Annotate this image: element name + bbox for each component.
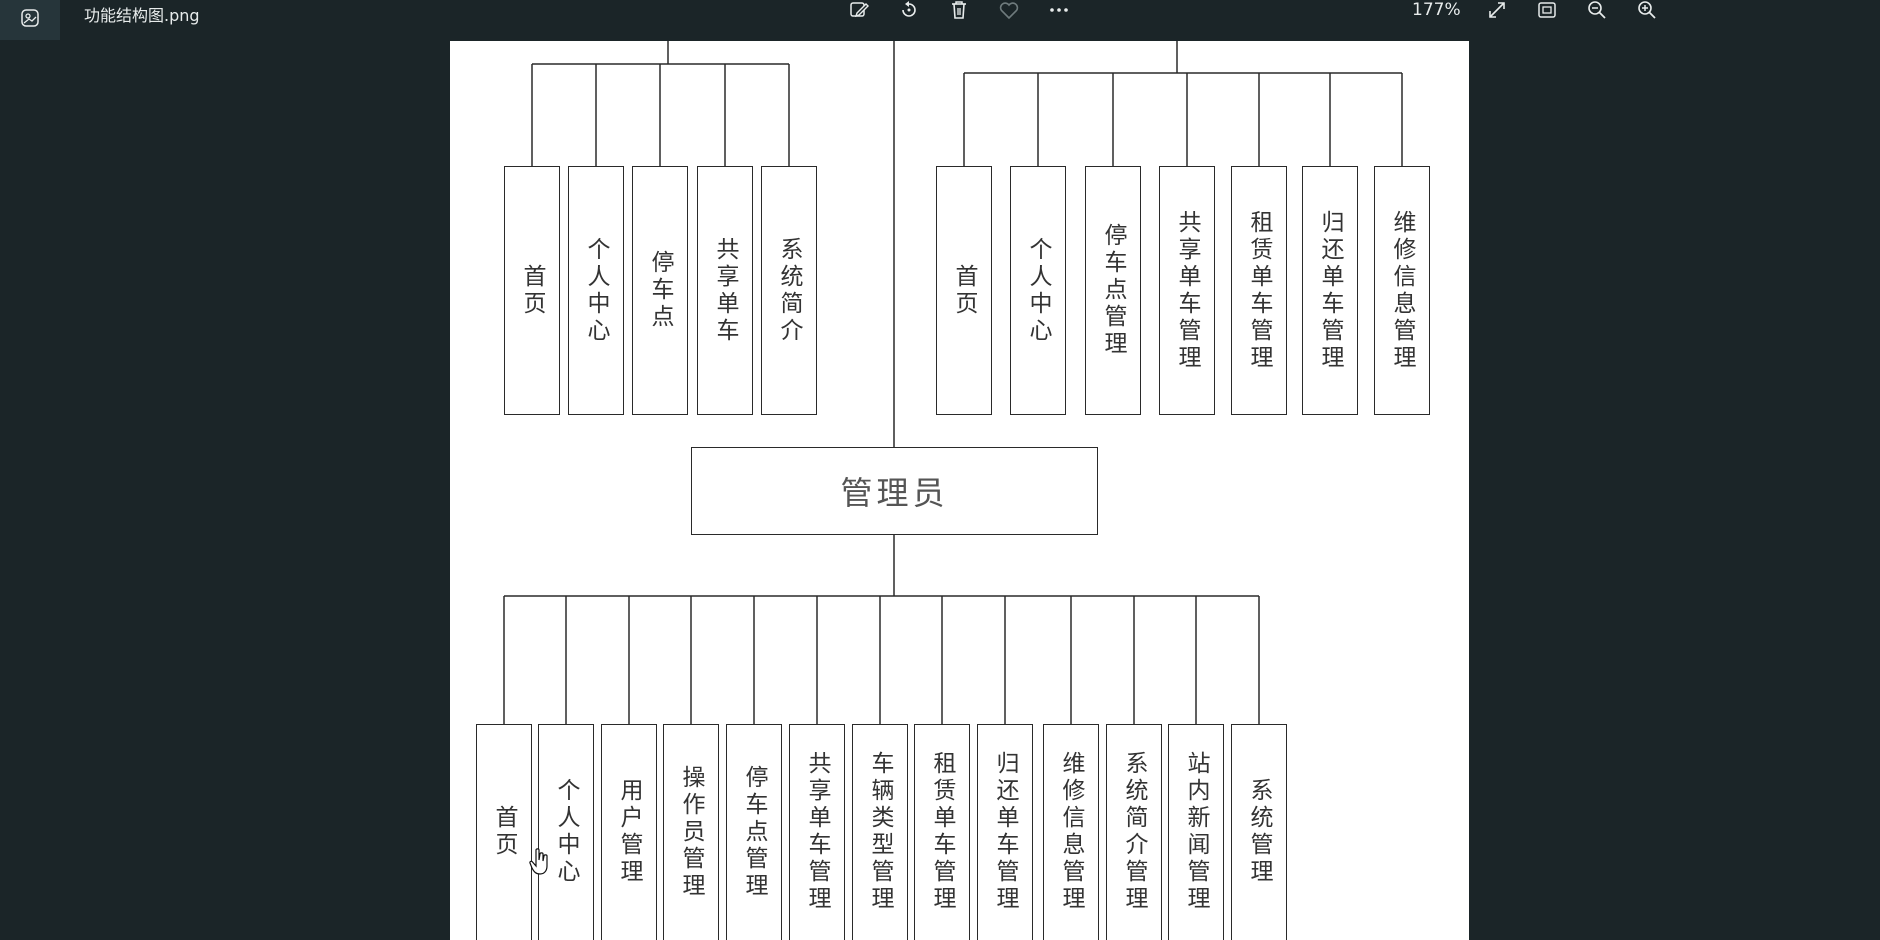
node-label: 归还单车管理	[1317, 209, 1343, 372]
left-node: 个人中心	[568, 166, 624, 415]
zoom-out-button[interactable]	[1581, 0, 1613, 24]
photos-app-icon	[20, 8, 40, 32]
right-node: 停车点管理	[1085, 166, 1141, 415]
node-label: 首页	[519, 263, 545, 318]
node-label: 共享单车	[712, 236, 738, 345]
node-label: 租赁单车管理	[929, 751, 955, 913]
more-icon	[1048, 0, 1070, 25]
node-label: 系统简介管理	[1121, 751, 1147, 913]
hand-cursor-icon	[529, 848, 551, 880]
node-label: 归还单车管理	[992, 751, 1018, 913]
node-label: 用户管理	[616, 778, 642, 886]
trash-icon	[948, 0, 970, 25]
admin-child-node: 首页	[476, 724, 532, 940]
admin-label: 管理员	[840, 474, 949, 512]
right-node: 归还单车管理	[1302, 166, 1358, 415]
node-label: 共享单车管理	[1174, 209, 1200, 372]
node-label: 个人中心	[1025, 236, 1051, 345]
zoom-in-button[interactable]	[1631, 0, 1663, 24]
right-node: 首页	[936, 166, 992, 415]
edit-image-button[interactable]	[843, 0, 875, 24]
node-label: 站内新闻管理	[1183, 751, 1209, 913]
admin-child-node: 车辆类型管理	[852, 724, 908, 940]
left-node: 首页	[504, 166, 560, 415]
node-label: 系统简介	[776, 236, 802, 345]
connector-lines	[503, 41, 1403, 724]
admin-child-node: 归还单车管理	[977, 724, 1033, 940]
node-label: 维修信息管理	[1058, 751, 1084, 913]
node-label: 系统管理	[1246, 778, 1272, 886]
node-label: 车辆类型管理	[867, 751, 893, 913]
admin-child-node: 个人中心	[538, 724, 594, 940]
admin-child-node: 共享单车管理	[789, 724, 845, 940]
right-node: 租赁单车管理	[1231, 166, 1287, 415]
fit-to-window-button[interactable]	[1531, 0, 1563, 24]
node-label: 操作员管理	[678, 764, 704, 900]
node-label: 首页	[951, 263, 977, 318]
node-label: 停车点管理	[1100, 223, 1126, 358]
admin-child-node: 站内新闻管理	[1168, 724, 1224, 940]
image-canvas[interactable]: 首页 个人中心 停车点 共享单车 系统简介 首页 个人中心 停车点管理 共享单车…	[450, 41, 1469, 940]
more-button[interactable]	[1043, 0, 1075, 24]
expand-icon	[1486, 0, 1508, 25]
left-node: 共享单车	[697, 166, 753, 415]
node-label: 个人中心	[553, 778, 579, 886]
node-label: 停车点	[647, 250, 673, 331]
right-node: 维修信息管理	[1374, 166, 1430, 415]
heart-icon	[998, 0, 1020, 25]
admin-child-node: 停车点管理	[726, 724, 782, 940]
zoom-out-icon	[1586, 0, 1608, 25]
node-label: 首页	[491, 805, 517, 859]
node-label: 个人中心	[583, 236, 609, 345]
right-node: 个人中心	[1010, 166, 1066, 415]
right-node: 共享单车管理	[1159, 166, 1215, 415]
zoom-in-icon	[1636, 0, 1658, 25]
edit-image-icon	[848, 0, 870, 25]
zoom-level[interactable]: 177%	[1412, 0, 1461, 20]
admin-child-node: 操作员管理	[663, 724, 719, 940]
fit-to-window-icon	[1536, 0, 1558, 25]
node-label: 停车点管理	[741, 764, 767, 900]
window-title: 功能结构图.png	[84, 6, 200, 25]
delete-button[interactable]	[943, 0, 975, 24]
admin-child-node: 用户管理	[601, 724, 657, 940]
admin-child-node: 租赁单车管理	[914, 724, 970, 940]
admin-child-node: 维修信息管理	[1043, 724, 1099, 940]
left-node: 系统简介	[761, 166, 817, 415]
app-icon-button[interactable]	[0, 0, 60, 40]
rotate-button[interactable]	[893, 0, 925, 24]
expand-button[interactable]	[1481, 0, 1513, 24]
admin-child-node: 系统简介管理	[1106, 724, 1162, 940]
favorite-button[interactable]	[993, 0, 1025, 24]
node-label: 租赁单车管理	[1246, 209, 1272, 372]
admin-node: 管理员	[691, 447, 1098, 535]
rotate-icon	[898, 0, 920, 25]
node-label: 维修信息管理	[1389, 209, 1415, 372]
admin-child-node: 系统管理	[1231, 724, 1287, 940]
title-bar: 功能结构图.png	[0, 0, 1880, 40]
node-label: 共享单车管理	[804, 751, 830, 913]
left-node: 停车点	[632, 166, 688, 415]
